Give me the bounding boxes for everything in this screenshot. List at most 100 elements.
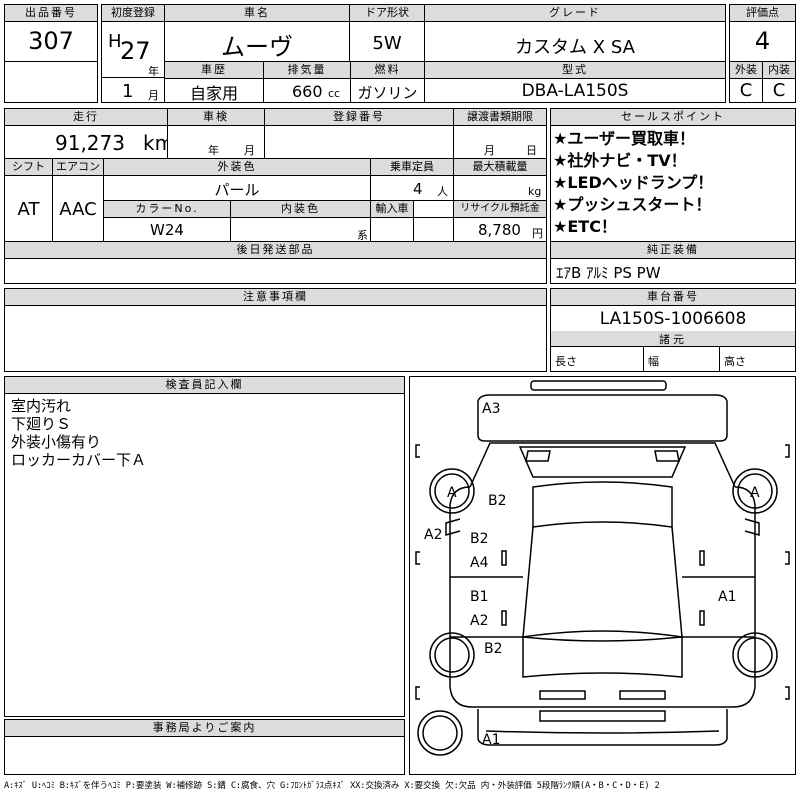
score-box: 評価点 4 — [729, 4, 796, 62]
inspector-note: 外装小傷有り — [11, 433, 102, 451]
exterior-grade: C — [739, 80, 753, 101]
color-number-box: カラーNo. W24 — [103, 200, 231, 242]
height-label: 高さ — [724, 355, 746, 368]
damage-mark: A1 — [718, 589, 736, 605]
equipment: ｴｱB ｱﾙﾐ PS PW — [556, 264, 661, 282]
later-parts-box: 後日発送部品 — [4, 241, 547, 284]
car-name: ムーヴ — [221, 33, 293, 61]
damage-mark: B2 — [470, 531, 489, 547]
model-code: DBA-LA150S — [521, 81, 629, 101]
width-label: 幅 — [648, 355, 659, 368]
lot-blank-box — [4, 61, 98, 103]
registration-era: H — [108, 31, 122, 52]
interior-color-unit: 系 — [357, 229, 368, 242]
first-registration-box: 初度登録 H 27 年 1 月 — [101, 4, 165, 103]
max-load-unit: kg — [528, 185, 542, 198]
transfer-box: 譲渡書類期限 月 日 — [453, 108, 547, 159]
shift-label: シフト — [5, 159, 52, 176]
import-label: 輸入車 — [371, 201, 413, 218]
fuel-label: 燃料 — [351, 62, 424, 79]
inspection-box: 車検 年 月 — [167, 108, 265, 159]
damage-mark: B2 — [488, 493, 507, 509]
capacity-label: 乗車定員 — [371, 159, 453, 176]
notes-box: 注意事項欄 — [4, 288, 547, 372]
inspector-label: 検査員記入欄 — [5, 377, 404, 394]
sales-point: ★LEDヘッドランプ！ — [553, 173, 714, 192]
score: 4 — [754, 27, 771, 55]
damage-mark: A — [447, 485, 457, 501]
interior-grade-label: 内装 — [763, 62, 795, 79]
first-registration-label: 初度登録 — [102, 5, 164, 22]
body-color-label: 外装色 — [104, 159, 370, 176]
lot-number-box: 出品番号 307 — [4, 4, 98, 62]
damage-mark: A4 — [470, 555, 489, 571]
inspection-year-unit: 年 — [208, 144, 219, 157]
sales-point: ★プッシュスタート！ — [553, 195, 712, 214]
fuel: ガソリン — [357, 84, 418, 102]
exterior-grade-label: 外装 — [730, 62, 762, 79]
history: 自家用 — [189, 84, 238, 103]
interior-color-box: 内装色 系 — [230, 200, 371, 242]
office-label: 事務局よりご案内 — [5, 720, 404, 737]
exterior-grade-box: 外装 C — [729, 61, 763, 103]
chassis-box: 車台番号 LA150S-1006608 諸元 長さ 幅 高さ — [550, 288, 796, 372]
grade-label: グレード — [425, 5, 725, 22]
damage-mark: A2 — [424, 527, 442, 543]
damage-mark: B2 — [484, 641, 503, 657]
damage-mark: A3 — [482, 401, 500, 417]
grade-box: グレード カスタム X SA — [424, 4, 726, 62]
interior-color-label: 内装色 — [231, 201, 370, 218]
car-name-box: 車名 ムーヴ — [164, 4, 350, 62]
car-name-label: 車名 — [165, 5, 349, 22]
import-box: 輸入車 — [370, 200, 414, 242]
sales-point: ★ユーザー買取車！ — [553, 129, 696, 148]
inspection-label: 車検 — [168, 109, 264, 126]
score-label: 評価点 — [730, 5, 795, 22]
mileage-box: 走行 91,273 km — [4, 108, 174, 159]
max-load-box: 最大積載量 kg — [453, 158, 547, 201]
legend: A:ｷｽﾞ U:ﾍｺﾐ B:ｷｽﾞを伴うﾍｺﾐ P:要塗装 W:補修跡 S:錆 … — [4, 781, 660, 791]
registration-month-unit: 月 — [148, 89, 159, 102]
max-load-label: 最大積載量 — [454, 159, 546, 176]
aircon-box: エアコン AAC — [52, 158, 104, 242]
transfer-label: 譲渡書類期限 — [454, 109, 546, 126]
office-box: 事務局よりご案内 — [4, 719, 405, 775]
history-box: 車歴 自家用 — [164, 61, 264, 103]
equipment-box: 純正装備 ｴｱB ｱﾙﾐ PS PW — [550, 241, 796, 284]
lot-number-label: 出品番号 — [5, 5, 97, 22]
transfer-day-unit: 日 — [526, 144, 537, 157]
lot-number: 307 — [28, 27, 74, 55]
inspector-box: 検査員記入欄 室内汚れ 下廻りＳ 外装小傷有り ロッカーカバー下Ａ — [4, 376, 405, 717]
sales-point: ★社外ナビ・TV！ — [553, 151, 687, 170]
displacement: 660 — [292, 82, 323, 101]
damage-mark: A — [750, 485, 760, 501]
grade: カスタム X SA — [515, 37, 635, 58]
aircon: AAC — [59, 199, 97, 220]
body-color: パール — [214, 181, 260, 199]
displacement-label: 排気量 — [264, 62, 350, 79]
inspector-note: ロッカーカバー下Ａ — [11, 451, 147, 469]
color-number: W24 — [150, 221, 184, 239]
sales-points-label: セールスポイント — [551, 109, 795, 126]
notes-label: 注意事項欄 — [5, 289, 546, 306]
damage-mark: A1 — [482, 732, 500, 748]
equipment-label: 純正装備 — [551, 242, 795, 259]
registration-year-unit: 年 — [148, 65, 159, 78]
mileage: 91,273 — [55, 131, 125, 155]
door-box: ドア形状 5W — [349, 4, 425, 62]
plate-label: 登録番号 — [265, 109, 453, 126]
displacement-unit: cc — [328, 87, 341, 100]
damage-mark: A2 — [470, 613, 488, 629]
registration-month: 1 — [122, 81, 134, 102]
car-diagram: A3 A A B2 A2 B2 A4 B1 A2 A1 B2 A1 — [415, 380, 790, 756]
later-parts-label: 後日発送部品 — [5, 242, 546, 259]
inspector-note: 下廻りＳ — [11, 415, 72, 433]
recycle-label: リサイクル預託金 — [454, 201, 546, 218]
registration-year: 27 — [120, 37, 151, 65]
plate-box: 登録番号 — [264, 108, 454, 159]
damage-mark: B1 — [470, 589, 489, 605]
length-label: 長さ — [555, 355, 577, 368]
recycle-unit: 円 — [532, 227, 543, 240]
mileage-label: 走行 — [5, 109, 167, 126]
model-code-box: 型式 DBA-LA150S — [424, 61, 726, 103]
